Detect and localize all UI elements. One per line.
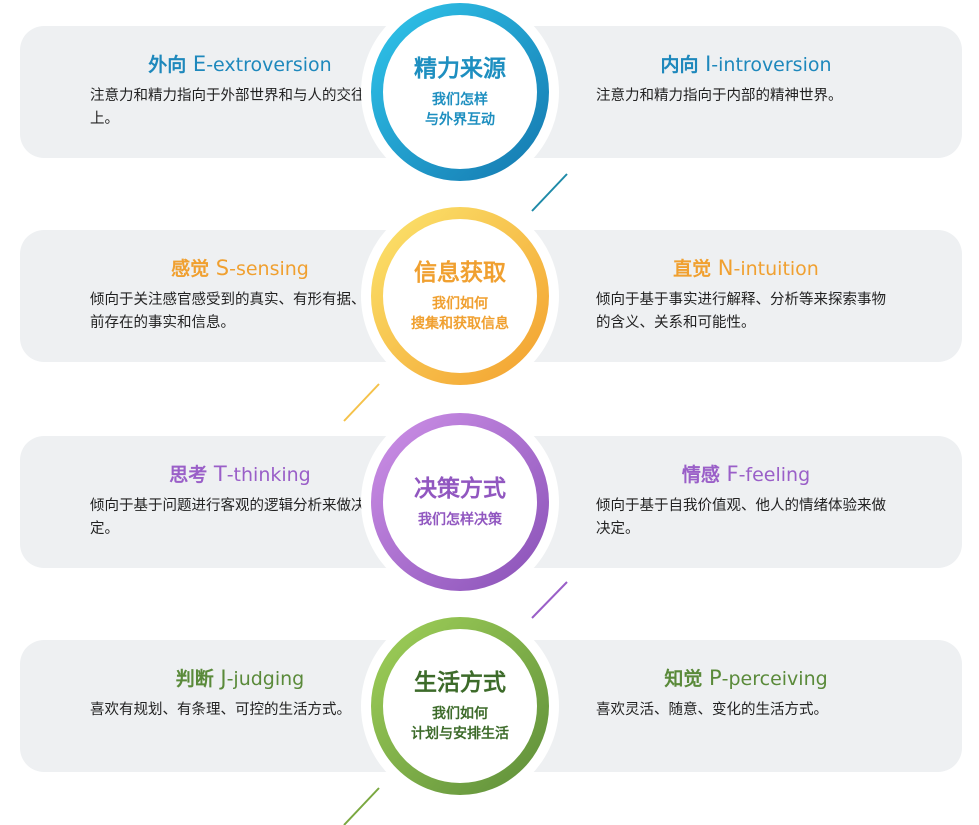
energy-ring xyxy=(371,3,549,181)
energy-sub: 我们怎样 与外界互动 xyxy=(425,90,495,130)
decision-title: 决策方式 xyxy=(414,476,506,502)
intuition-cn: 直觉 xyxy=(673,258,718,280)
lifestyle-circle-text: 生活方式 我们如何 计划与安排生活 xyxy=(361,607,559,805)
thinking-block: 思考 T-thinking 倾向于基于问题进行客观的逻辑分析来做决定。 xyxy=(90,436,390,541)
thinking-cn: 思考 xyxy=(169,464,214,486)
feeling-block: 情感 F-feeling 倾向于基于自我价值观、他人的情绪体验来做决定。 xyxy=(596,436,896,541)
sensing-cn: 感觉 xyxy=(171,258,216,280)
lifestyle-sub-line1: 我们如何 xyxy=(432,706,488,722)
energy-sub-line2: 与外界互动 xyxy=(425,112,495,128)
perceiving-cn: 知觉 xyxy=(664,668,709,690)
energy-title: 精力来源 xyxy=(414,56,506,82)
lifestyle-title: 生活方式 xyxy=(414,670,506,696)
feeling-title: 情感 F-feeling xyxy=(596,462,896,487)
information-circle: 信息获取 我们如何 搜集和获取信息 xyxy=(361,197,559,395)
intuition-title: 直觉 N-intuition xyxy=(596,256,896,281)
energy-circle-text: 精力来源 我们怎样 与外界互动 xyxy=(361,0,559,191)
intuition-block: 直觉 N-intuition 倾向于基于事实进行解释、分析等来探索事物的含义、关… xyxy=(596,230,896,335)
judging-cn: 判断 xyxy=(175,668,221,690)
extroversion-letter: E xyxy=(192,52,207,76)
lifestyle-sub: 我们如何 计划与安排生活 xyxy=(411,704,509,744)
connector-line-blue xyxy=(531,173,568,212)
decision-circle-text: 决策方式 我们怎样决策 xyxy=(361,403,559,601)
introversion-block: 内向 I-introversion 注意力和精力指向于内部的精神世界。 xyxy=(596,26,896,108)
judging-desc: 喜欢有规划、有条理、可控的生活方式。 xyxy=(90,702,351,718)
sensing-block: 感觉 S-sensing 倾向于关注感官感受到的真实、有形有据、当前存在的事实和… xyxy=(90,230,390,335)
perceiving-block: 知觉 P-perceiving 喜欢灵活、随意、变化的生活方式。 xyxy=(596,640,896,722)
lifestyle-sub-line2: 计划与安排生活 xyxy=(411,726,509,742)
feeling-cn: 情感 xyxy=(681,464,727,486)
introversion-desc: 注意力和精力指向于内部的精神世界。 xyxy=(596,88,843,104)
introversion-letter: I xyxy=(705,52,712,76)
information-sub-line2: 搜集和获取信息 xyxy=(411,316,509,332)
decision-circle: 决策方式 我们怎样决策 xyxy=(361,403,559,601)
decision-ring xyxy=(371,413,549,591)
feeling-letter: F xyxy=(726,462,739,486)
lifestyle-ring xyxy=(371,617,549,795)
introversion-cn: 内向 xyxy=(660,54,706,76)
judging-en: -judging xyxy=(226,668,305,690)
intuition-letter: N xyxy=(717,256,734,280)
extroversion-block: 外向 E-extroversion 注意力和精力指向于外部世界和与人的交往上。 xyxy=(90,26,390,131)
thinking-letter: T xyxy=(213,462,227,486)
connector-line-purple xyxy=(531,581,568,619)
energy-circle: 精力来源 我们怎样 与外界互动 xyxy=(361,0,559,191)
information-circle-text: 信息获取 我们如何 搜集和获取信息 xyxy=(361,197,559,395)
perceiving-en: -perceiving xyxy=(721,668,828,690)
sensing-desc: 倾向于关注感官感受到的真实、有形有据、当前存在的事实和信息。 xyxy=(90,292,380,331)
feeling-desc: 倾向于基于自我价值观、他人的情绪体验来做决定。 xyxy=(596,498,886,537)
extroversion-cn: 外向 xyxy=(148,54,193,76)
decision-sub: 我们怎样决策 xyxy=(418,510,502,530)
feeling-en: -feeling xyxy=(738,464,811,486)
perceiving-title: 知觉 P-perceiving xyxy=(596,666,896,691)
perceiving-desc: 喜欢灵活、随意、变化的生活方式。 xyxy=(596,702,828,718)
information-ring xyxy=(371,207,549,385)
sensing-letter: S xyxy=(215,256,230,280)
information-title: 信息获取 xyxy=(414,260,506,286)
extroversion-title: 外向 E-extroversion xyxy=(90,52,390,77)
extroversion-desc: 注意力和精力指向于外部世界和与人的交往上。 xyxy=(90,88,366,127)
connector-line-green xyxy=(343,787,380,825)
introversion-en: -introversion xyxy=(711,54,832,76)
judging-block: 判断 J-judging 喜欢有规划、有条理、可控的生活方式。 xyxy=(90,640,390,722)
thinking-en: -thinking xyxy=(226,464,311,486)
information-sub: 我们如何 搜集和获取信息 xyxy=(411,294,509,334)
extroversion-en: -extroversion xyxy=(206,54,332,76)
lifestyle-circle: 生活方式 我们如何 计划与安排生活 xyxy=(361,607,559,805)
introversion-title: 内向 I-introversion xyxy=(596,52,896,77)
sensing-title: 感觉 S-sensing xyxy=(90,256,390,281)
decision-sub-line1: 我们怎样决策 xyxy=(418,512,502,528)
sensing-en: -sensing xyxy=(229,258,309,280)
connector-line-yellow xyxy=(343,383,380,422)
energy-sub-line1: 我们怎样 xyxy=(432,92,488,108)
information-sub-line1: 我们如何 xyxy=(432,296,488,312)
judging-letter: J xyxy=(220,666,227,690)
intuition-desc: 倾向于基于事实进行解释、分析等来探索事物的含义、关系和可能性。 xyxy=(596,292,886,331)
judging-title: 判断 J-judging xyxy=(90,666,390,691)
thinking-title: 思考 T-thinking xyxy=(90,462,390,487)
intuition-en: -intuition xyxy=(733,258,819,280)
perceiving-letter: P xyxy=(708,666,722,690)
thinking-desc: 倾向于基于问题进行客观的逻辑分析来做决定。 xyxy=(90,498,366,537)
